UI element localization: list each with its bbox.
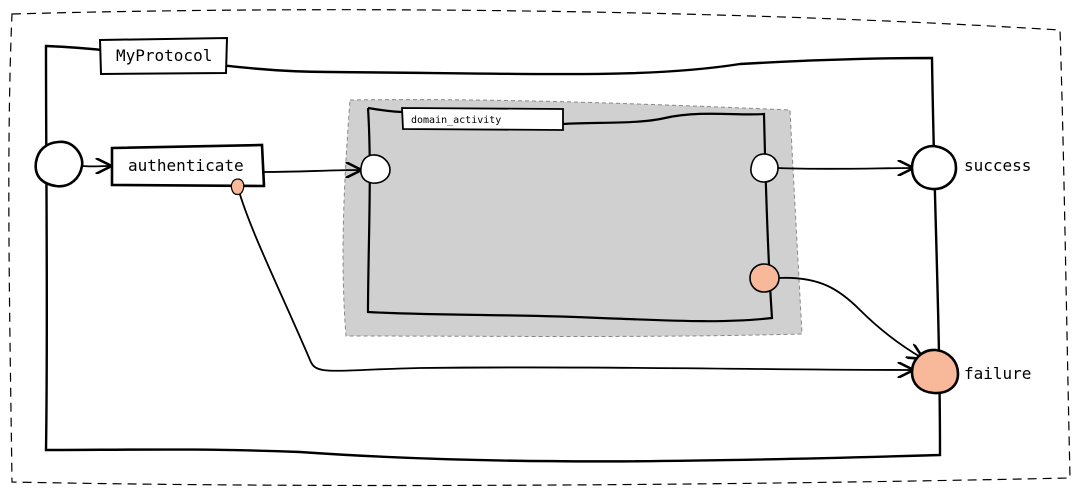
success-label: success <box>964 156 1031 175</box>
failure-port <box>912 350 958 393</box>
subprocess-success-port <box>751 154 778 182</box>
start-port <box>36 142 83 186</box>
subprocess-failure-port <box>750 264 779 292</box>
failure-label: failure <box>964 364 1031 383</box>
subprocess-input-port <box>361 155 390 183</box>
edge-subprocess-to-success <box>778 168 912 169</box>
authenticate-failure-port <box>231 179 243 195</box>
subprocess-label: domain_activity <box>411 115 501 126</box>
success-port <box>912 146 956 189</box>
protocol-label: MyProtocol <box>116 46 212 65</box>
protocol-label-box: MyProtocol <box>100 38 227 74</box>
authenticate-label: authenticate <box>128 156 244 175</box>
subprocess-label-box: domain_activity <box>402 108 563 130</box>
subprocess-shading <box>343 100 802 337</box>
